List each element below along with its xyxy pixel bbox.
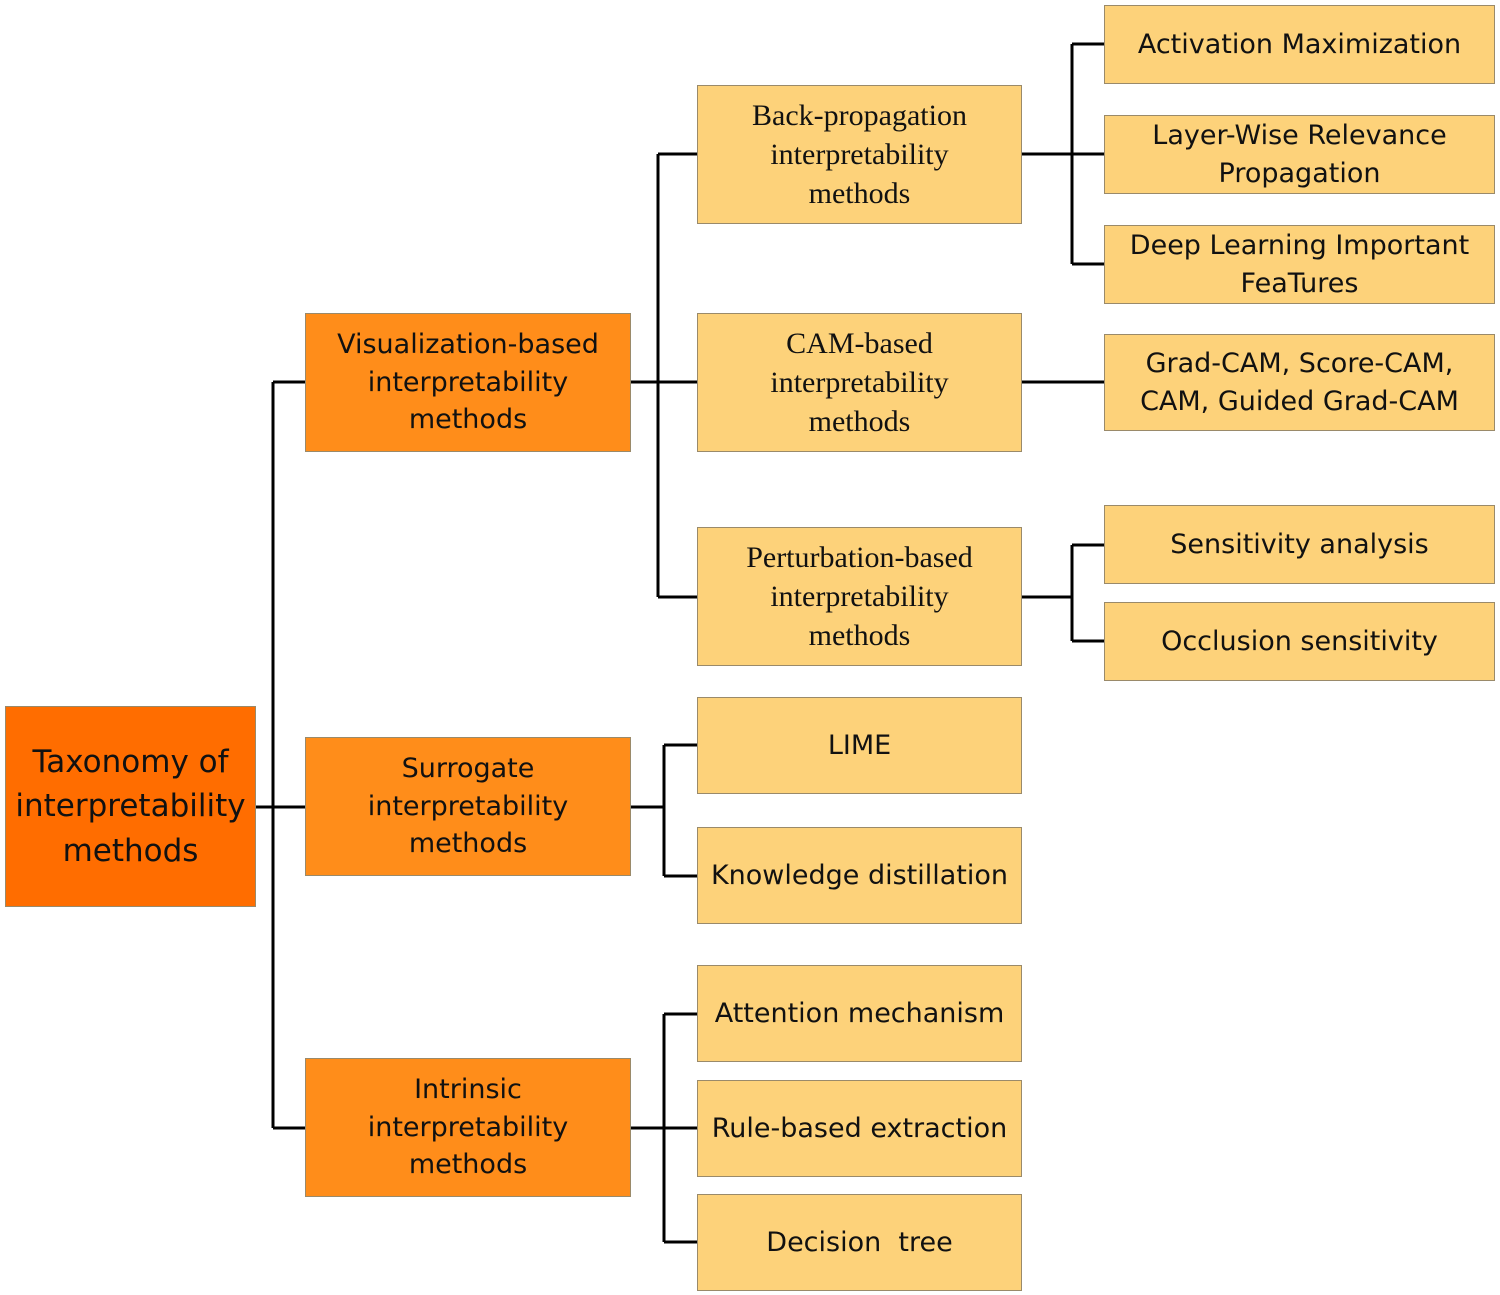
surrogate-node-label: Surrogate interpretability methods — [367, 752, 569, 860]
attention-node: Attention mechanism — [697, 965, 1022, 1062]
perturbation-node-label: Perturbation-based interpretability meth… — [746, 541, 973, 652]
occlusion-sensitivity-node: Occlusion sensitivity — [1104, 602, 1495, 681]
surrogate-node: Surrogate interpretability methods — [305, 737, 631, 876]
decision-tree-node: Decision tree — [697, 1194, 1022, 1291]
deeplift-node-label: Deep Learning Important FeaTures — [1129, 229, 1470, 299]
cam-node: CAM-based interpretability methods — [697, 313, 1022, 452]
visualization-node-label: Visualization-based interpretability met… — [337, 328, 599, 436]
lime-node-label: LIME — [827, 729, 892, 761]
activation-maximization-node-label: Activation Maximization — [1137, 28, 1462, 60]
lime-node: LIME — [697, 697, 1022, 794]
perturbation-node: Perturbation-based interpretability meth… — [697, 527, 1022, 666]
deeplift-node: Deep Learning Important FeaTures — [1104, 225, 1495, 304]
cam-variants-node: Grad-CAM, Score-CAM, CAM, Guided Grad-CA… — [1104, 334, 1495, 431]
activation-maximization-node: Activation Maximization — [1104, 5, 1495, 84]
cam-variants-node-label: Grad-CAM, Score-CAM, CAM, Guided Grad-CA… — [1140, 347, 1459, 417]
sensitivity-analysis-node: Sensitivity analysis — [1104, 505, 1495, 584]
intrinsic-node: Intrinsic interpretability methods — [305, 1058, 631, 1197]
backprop-node: Back-propagation interpretability method… — [697, 85, 1022, 224]
root-node: Taxonomy of interpretability methods — [5, 706, 256, 907]
intrinsic-node-label: Intrinsic interpretability methods — [367, 1073, 569, 1181]
attention-node-label: Attention mechanism — [714, 997, 1005, 1029]
sensitivity-analysis-node-label: Sensitivity analysis — [1170, 528, 1429, 560]
cam-node-label: CAM-based interpretability methods — [770, 327, 949, 438]
lrp-node-label: Layer-Wise Relevance Propagation — [1152, 119, 1447, 189]
lrp-node: Layer-Wise Relevance Propagation — [1104, 115, 1495, 194]
visualization-node: Visualization-based interpretability met… — [305, 313, 631, 452]
root-node-label: Taxonomy of interpretability methods — [15, 744, 246, 869]
knowledge-distillation-node: Knowledge distillation — [697, 827, 1022, 924]
occlusion-sensitivity-node-label: Occlusion sensitivity — [1161, 625, 1438, 657]
backprop-node-label: Back-propagation interpretability method… — [752, 99, 967, 210]
rule-based-node-label: Rule-based extraction — [711, 1112, 1008, 1144]
decision-tree-node-label: Decision tree — [766, 1226, 953, 1258]
rule-based-node: Rule-based extraction — [697, 1080, 1022, 1177]
knowledge-distillation-node-label: Knowledge distillation — [710, 859, 1009, 891]
